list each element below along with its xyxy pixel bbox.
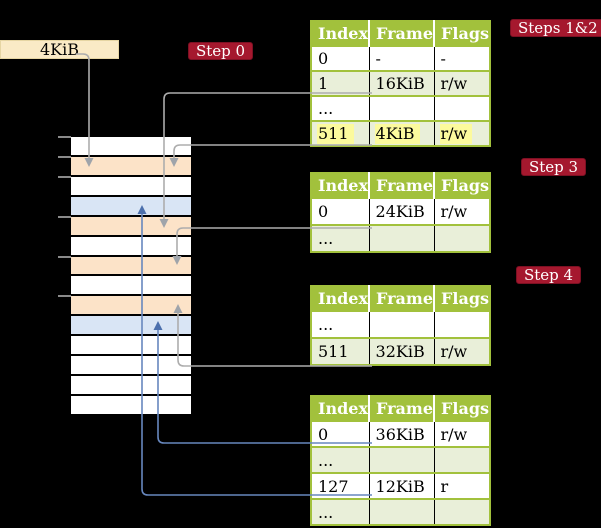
cell-frame <box>369 446 435 473</box>
step-0-badge: Step 0 <box>188 42 254 60</box>
cell-frame: 24KiB <box>369 197 435 225</box>
col-header-index: Index <box>311 396 371 421</box>
memory-row-3 <box>71 176 191 195</box>
cell-index: ... <box>311 95 370 121</box>
col-header-index: Index <box>311 286 371 311</box>
cell-index: ... <box>311 224 370 252</box>
col-header-index: Index <box>311 21 371 46</box>
col-header-frame: Frame <box>369 21 436 46</box>
table2-row-ellipsis: ... <box>311 224 491 252</box>
col-header-flags: Flags <box>434 396 491 421</box>
cell-index: ... <box>311 498 370 525</box>
cell-index: 0 <box>311 45 370 71</box>
frame-size-box: 4KiB <box>0 40 119 59</box>
cell-frame: 4KiB <box>369 120 435 146</box>
memory-boundary-tick <box>58 256 71 258</box>
cell-index: 0 <box>311 197 370 225</box>
memory-row-2 <box>71 156 191 175</box>
memory-row-4 <box>71 196 191 215</box>
col-header-frame: Frame <box>369 396 436 421</box>
table3-row-ellipsis: ... <box>311 310 491 338</box>
cell-index: 511 <box>311 120 370 146</box>
cell-flags: r/w <box>434 120 491 146</box>
col-header-index: Index <box>311 173 371 198</box>
step-4-badge: Step 4 <box>516 266 582 284</box>
table-header-row: Index Frame Flags <box>311 286 491 311</box>
cell-flags: r/w <box>434 197 491 225</box>
cell-frame <box>369 95 435 121</box>
cell-flags: r/w <box>434 420 491 447</box>
cell-frame <box>369 498 435 525</box>
cell-frame <box>369 224 435 252</box>
steps-1-2-badge: Steps 1&2 <box>510 19 601 37</box>
col-header-frame: Frame <box>369 286 436 311</box>
memory-row-11 <box>71 336 191 355</box>
step-3-badge: Step 3 <box>521 158 587 176</box>
cell-frame: 36KiB <box>369 420 435 447</box>
table1-row-1: 1 16KiB r/w <box>311 70 491 96</box>
memory-row-9 <box>71 296 191 315</box>
memory-row-6 <box>71 236 191 255</box>
cell-flags <box>434 498 491 525</box>
table4-row-ellipsis-1: ... <box>311 446 491 473</box>
cell-frame: 12KiB <box>369 472 435 499</box>
cell-index: 511 <box>311 337 370 365</box>
table-header-row: Index Frame Flags <box>311 21 491 46</box>
page-table-3: Index Frame Flags ... 511 32KiB r/w <box>310 285 492 366</box>
table4-row-0: 0 36KiB r/w <box>311 420 491 447</box>
cell-index: ... <box>311 310 370 338</box>
memory-boundary-tick <box>58 156 71 158</box>
cell-index: 0 <box>311 420 370 447</box>
table1-row-ellipsis: ... <box>311 95 491 121</box>
highlighted-value: 511 <box>317 124 354 144</box>
cell-index: 127 <box>311 472 370 499</box>
memory-boundary-tick <box>58 176 71 178</box>
cell-flags: r/w <box>434 70 491 96</box>
memory-row-5 <box>71 216 191 235</box>
cell-flags: r <box>434 472 491 499</box>
memory-stack <box>71 137 191 414</box>
highlighted-value: r/w <box>439 124 473 144</box>
table3-row-511: 511 32KiB r/w <box>311 337 491 365</box>
memory-row-13 <box>71 376 191 394</box>
memory-row-14 <box>71 395 191 414</box>
cell-flags: - <box>434 45 491 71</box>
memory-row-10 <box>71 316 191 335</box>
memory-boundary-tick <box>58 295 71 297</box>
cell-flags <box>434 224 491 252</box>
cell-index: 1 <box>311 70 370 96</box>
col-header-flags: Flags <box>434 21 491 46</box>
memory-boundary-tick <box>58 136 71 138</box>
table2-row-0: 0 24KiB r/w <box>311 197 491 225</box>
cell-frame: 32KiB <box>369 337 435 365</box>
cell-frame: - <box>369 45 435 71</box>
cell-flags <box>434 310 491 338</box>
table4-row-ellipsis-2: ... <box>311 498 491 525</box>
page-table-2: Index Frame Flags 0 24KiB r/w ... <box>310 172 492 253</box>
page-table-1: Index Frame Flags 0 - - 1 16KiB r/w ... … <box>310 20 492 147</box>
cell-flags <box>434 446 491 473</box>
cell-frame <box>369 310 435 338</box>
table-header-row: Index Frame Flags <box>311 173 491 198</box>
memory-boundary-tick <box>58 216 71 218</box>
col-header-frame: Frame <box>369 173 436 198</box>
table-header-row: Index Frame Flags <box>311 396 491 421</box>
page-table-4: Index Frame Flags 0 36KiB r/w ... 127 12… <box>310 395 492 526</box>
highlighted-value: 4KiB <box>374 124 420 144</box>
cell-index: ... <box>311 446 370 473</box>
cell-flags <box>434 95 491 121</box>
memory-row-12 <box>71 356 191 375</box>
memory-row-8 <box>71 276 191 295</box>
memory-row-1 <box>71 137 191 155</box>
arrow-table1-row-511-to-memory-row-2 <box>169 144 372 167</box>
table1-row-0: 0 - - <box>311 45 491 71</box>
col-header-flags: Flags <box>434 286 491 311</box>
memory-row-7 <box>71 256 191 275</box>
cell-flags: r/w <box>434 337 491 365</box>
table1-row-511: 511 4KiB r/w <box>311 120 491 146</box>
col-header-flags: Flags <box>434 173 491 198</box>
table4-row-127: 127 12KiB r <box>311 472 491 499</box>
cell-frame: 16KiB <box>369 70 435 96</box>
